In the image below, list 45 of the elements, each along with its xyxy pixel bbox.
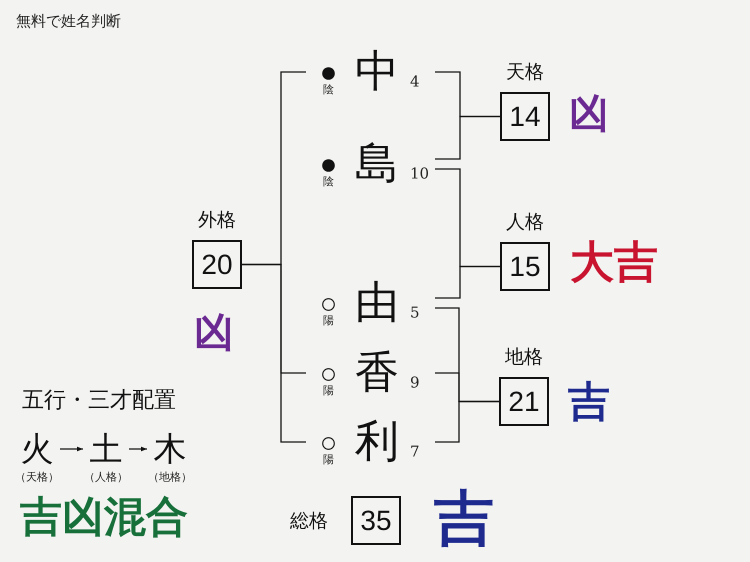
fortune-summary: 吉凶混合 bbox=[20, 494, 188, 540]
connector-line bbox=[435, 116, 500, 160]
element-character: 火 bbox=[20, 431, 54, 467]
element-character: 木 bbox=[154, 431, 186, 467]
yin-yang-label: 陰 bbox=[323, 176, 334, 188]
fortune-text: 凶 bbox=[194, 311, 234, 355]
yin-yang-label: 陰 bbox=[323, 84, 334, 96]
element-caption: （天格） bbox=[15, 470, 59, 484]
yin-yang-label: 陽 bbox=[323, 454, 334, 466]
score-box: 35 bbox=[351, 496, 401, 545]
name-character: 中 bbox=[355, 49, 399, 95]
element-caption: （地格） bbox=[148, 470, 192, 484]
element-caption: （人格） bbox=[84, 470, 128, 484]
fortune-text: 大吉 bbox=[570, 239, 658, 287]
score-heading: 人格 bbox=[506, 211, 544, 233]
stroke-count: 4 bbox=[410, 74, 420, 90]
stroke-count: 5 bbox=[410, 304, 420, 322]
section-heading: 五行・三才配置 bbox=[22, 388, 176, 414]
fortune-text: 吉 bbox=[434, 487, 494, 551]
fortune-text: 吉 bbox=[568, 379, 610, 425]
name-character: 島 bbox=[355, 141, 399, 187]
stroke-count: 7 bbox=[410, 444, 420, 460]
name-character: 香 bbox=[355, 350, 399, 396]
score-box: 14 bbox=[500, 92, 550, 141]
score-heading: 外格 bbox=[198, 209, 236, 231]
score-box: 21 bbox=[499, 377, 549, 426]
connector-line bbox=[435, 400, 499, 443]
name-character: 利 bbox=[355, 419, 399, 465]
score-heading: 天格 bbox=[506, 61, 544, 83]
score-box: 20 bbox=[192, 240, 242, 289]
yin-yang-label: 陽 bbox=[323, 385, 334, 397]
yin-yang-label: 陽 bbox=[323, 315, 334, 327]
score-box: 15 bbox=[500, 242, 550, 291]
name-character: 由 bbox=[355, 280, 399, 326]
connector-line bbox=[435, 266, 500, 299]
stroke-count: 9 bbox=[410, 374, 420, 392]
page-title: 無料で姓名判断 bbox=[16, 12, 121, 31]
element-character: 土 bbox=[90, 431, 122, 467]
arrow bbox=[60, 446, 83, 452]
score-heading: 地格 bbox=[505, 346, 543, 368]
score-heading: 総格 bbox=[290, 510, 328, 532]
fortune-text: 凶 bbox=[569, 92, 609, 136]
connector-line bbox=[242, 264, 306, 443]
arrow bbox=[129, 446, 147, 452]
stroke-count: 10 bbox=[410, 166, 430, 182]
